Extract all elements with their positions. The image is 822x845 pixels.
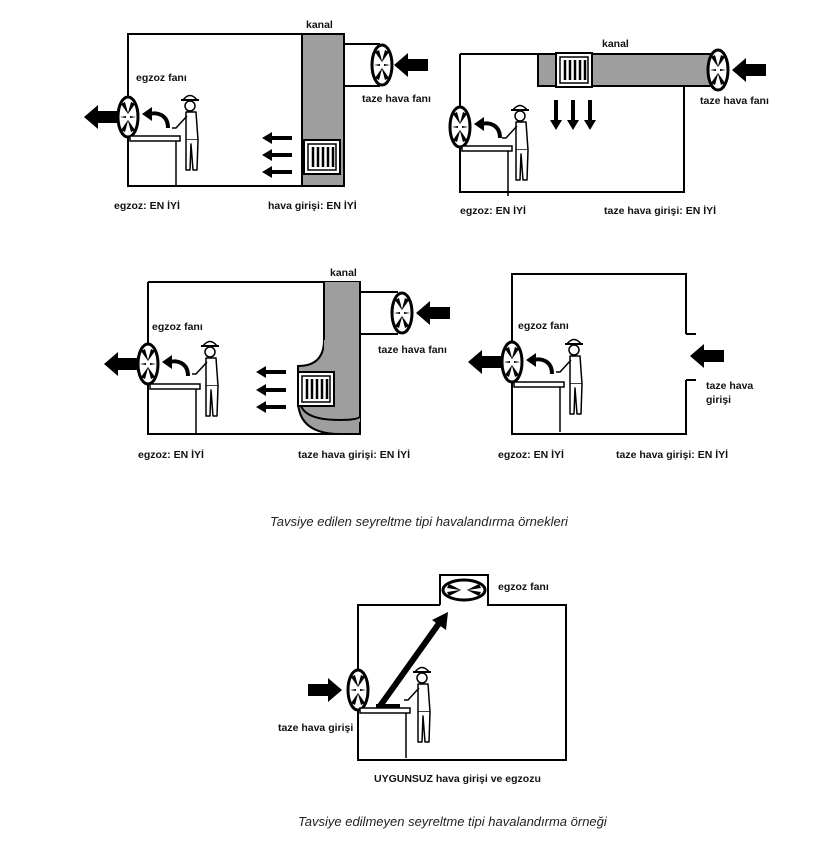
- exhaust-fan-icon: [116, 95, 140, 139]
- exhaust-fan-icon: [136, 342, 160, 386]
- fresh-air-fan-icon: [346, 668, 370, 712]
- arrow-icon: [308, 678, 342, 702]
- arrow-icon: [262, 149, 292, 161]
- caption-not-recommended: Tavsiye edilmeyen seyreltme tipi havalan…: [298, 814, 608, 829]
- fresh-air-fan-icon: [390, 291, 414, 335]
- exhaust-note: egzoz: EN İYİ: [114, 199, 180, 212]
- exhaust-note: egzoz: EN İYİ: [498, 448, 564, 461]
- arrow-icon: [256, 401, 286, 413]
- curved-arrow-icon: [140, 105, 170, 130]
- fresh-air-fan-label: taze hava fanı: [378, 344, 447, 356]
- worker-icon: [403, 666, 432, 743]
- intake-label: taze hava girişi: [278, 722, 353, 734]
- duct-label: kanal: [306, 19, 333, 31]
- workbench: [359, 707, 411, 759]
- exhaust-fan-icon: [500, 340, 524, 384]
- curved-arrow-icon: [160, 353, 190, 378]
- fresh-air-fan-label: taze hava fanı: [362, 93, 431, 105]
- worker-icon: [501, 104, 530, 181]
- exhaust-fan-label: egzoz fanı: [518, 320, 569, 332]
- fresh-air-fan-icon: [706, 48, 730, 92]
- exhaust-fan-label: egzoz fanı: [136, 72, 187, 84]
- arrow-icon: [262, 132, 292, 144]
- caption-recommended: Tavsiye edilen seyreltme tipi havalandır…: [270, 514, 569, 529]
- exhaust-fan-icon: [448, 105, 472, 149]
- exhaust-note: egzoz: EN İYİ: [138, 448, 204, 461]
- workbench: [129, 135, 181, 187]
- intake-note: taze hava girişi: EN İYİ: [604, 204, 716, 217]
- grille-icon: [302, 138, 342, 176]
- arrow-icon: [550, 100, 562, 130]
- intake-note: hava girişi: EN İYİ: [268, 199, 357, 212]
- workbench: [461, 145, 513, 197]
- curved-arrow-icon: [472, 115, 502, 140]
- intake-note: taze hava girişi: EN İYİ: [616, 448, 728, 461]
- arrow-icon: [416, 301, 450, 325]
- intake-label: girişi: [706, 394, 731, 406]
- arrow-icon: [690, 344, 724, 368]
- arrow-icon: [84, 105, 118, 129]
- arrow-icon: [567, 100, 579, 130]
- grille-icon: [554, 51, 594, 89]
- diagram-5: egzoz fanı taze hava girişi UYGUNSUZ hav…: [278, 574, 567, 785]
- exhaust-note: egzoz: EN İYİ: [460, 204, 526, 217]
- arrow-icon: [584, 100, 596, 130]
- arrow-icon: [468, 350, 502, 374]
- arrow-icon: [104, 352, 138, 376]
- intake-label: taze hava: [706, 380, 753, 392]
- curved-arrow-icon: [524, 351, 554, 376]
- grille-icon: [296, 370, 336, 408]
- diagram-3: kanal egzoz fanı taze hava fanı egzoz: E…: [104, 267, 450, 461]
- diagram-2: kanal taze hava fanı egzoz: EN İYİ taze …: [448, 38, 769, 217]
- exhaust-fan-icon: [441, 578, 487, 602]
- duct-label: kanal: [330, 267, 357, 279]
- fresh-air-fan-label: taze hava fanı: [700, 95, 769, 107]
- workbench: [149, 383, 201, 435]
- duct-label: kanal: [602, 38, 629, 50]
- fresh-air-fan-icon: [370, 43, 394, 87]
- unsuitable-note: UYGUNSUZ hava girişi ve egzozu: [374, 773, 541, 785]
- arrow-icon: [732, 58, 766, 82]
- arrow-icon: [262, 166, 292, 178]
- intake-note: taze hava girişi: EN İYİ: [298, 448, 410, 461]
- arrow-icon: [394, 53, 428, 77]
- workbench: [513, 381, 565, 433]
- arrow-icon: [256, 384, 286, 396]
- diagram-1: kanal egzoz fanı taze hava fanı egzoz: E…: [84, 19, 431, 212]
- arrow-icon: [256, 366, 286, 378]
- diagram-4: egzoz fanı taze hava girişi egzoz: EN İY…: [468, 273, 753, 461]
- exhaust-fan-label: egzoz fanı: [498, 581, 549, 593]
- exhaust-fan-label: egzoz fanı: [152, 321, 203, 333]
